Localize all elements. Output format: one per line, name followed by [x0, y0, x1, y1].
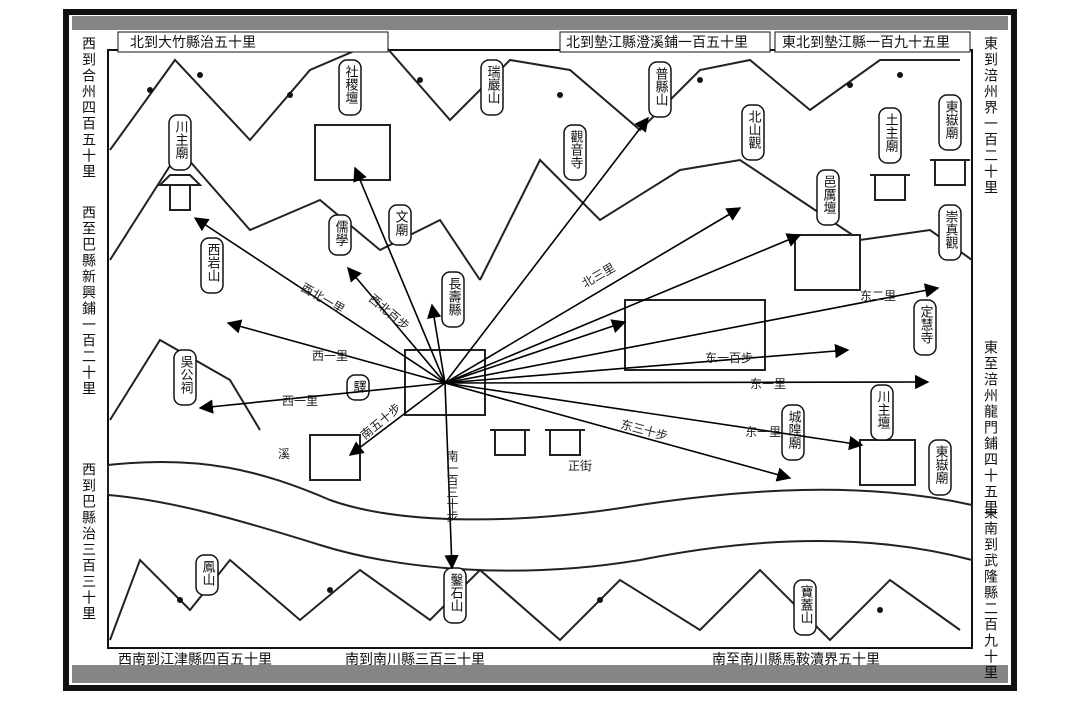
- direction-arrow: [444, 374, 930, 390]
- place-label: 東嶽廟: [943, 99, 959, 139]
- direction-arrow: [444, 233, 802, 384]
- route-label: 西一里: [312, 349, 348, 363]
- border-top-text-1: 北到大竹縣治五十里: [130, 35, 256, 51]
- route-label: 东一里: [750, 377, 786, 391]
- place-label: 普縣山: [653, 67, 669, 106]
- place-cartouche: [195, 554, 219, 596]
- place-cartouche: [913, 299, 937, 356]
- stream-label: 溪: [278, 447, 290, 461]
- place-cartouche: [878, 107, 902, 164]
- place-cartouche: [928, 439, 952, 496]
- direction-arrow: [444, 343, 850, 384]
- place-label: 長壽縣: [446, 277, 462, 316]
- direction-arrow: [444, 382, 792, 482]
- direction-arrow: [347, 266, 446, 384]
- place-cartouche: [741, 104, 765, 161]
- route-label: 东一百步: [705, 351, 753, 365]
- direction-arrow: [353, 166, 446, 384]
- border-right-text-3: 東南到武隆縣二百九十里: [982, 505, 998, 681]
- border-bottom-text-2: 南到南川縣三百三十里: [345, 652, 485, 668]
- place-label: 文廟: [393, 210, 409, 236]
- place-cartouche: [173, 349, 197, 406]
- tree-dots: [147, 72, 903, 613]
- place-label: 東嶽廟: [933, 444, 949, 484]
- place-label: 川主壇: [875, 390, 891, 429]
- direction-arrow: [348, 382, 446, 456]
- border-right: 東到涪州界一百二十里 東至涪州龍門鋪四十五里 東南到武隆縣二百九十里: [982, 36, 998, 681]
- place-cartouche: [441, 271, 465, 328]
- direction-arrow: [444, 283, 940, 384]
- place-cartouche: [168, 114, 192, 171]
- direction-arrow: [198, 382, 446, 414]
- direction-arrows: [193, 116, 940, 570]
- border-bottom-text-1: 西南到江津縣四百五十里: [118, 652, 272, 668]
- border-top-text-3: 東北到墊江縣一百九十五里: [782, 35, 950, 51]
- border-top-text-2: 北到墊江縣澄溪鋪一百五十里: [566, 35, 748, 51]
- place-cartouche: [328, 214, 352, 256]
- border-right-text-2: 東至涪州龍門鋪四十五里: [982, 340, 998, 516]
- place-label: 觀音寺: [568, 130, 584, 169]
- place-cartouche: [346, 374, 370, 401]
- place-label: 西岩山: [205, 243, 221, 282]
- direction-arrow: [444, 319, 627, 384]
- place-cartouche: [816, 169, 840, 226]
- place-cartouche: [480, 59, 504, 116]
- place-labels: 社稷壇瑞巖山普縣山川主廟文廟儒學西岩山長壽縣吳公祠驛觀音寺北山觀土主廟東嶽廟邑厲…: [168, 59, 962, 636]
- place-label: 土主廟: [883, 113, 899, 152]
- place-cartouche: [938, 94, 962, 151]
- border-bottom: 西南到江津縣四百五十里 南到南川縣三百三十里 南至南川縣馬鞍瀆界五十里: [118, 652, 880, 668]
- route-label: 南一百三十步: [445, 449, 459, 522]
- woodblock-edge-top: [72, 16, 1008, 30]
- place-label: 鳳山: [200, 560, 216, 586]
- place-cartouche: [938, 204, 962, 261]
- direction-arrow: [226, 319, 446, 384]
- place-label: 吳公祠: [178, 355, 194, 394]
- place-cartouche: [870, 384, 894, 441]
- route-label: 西一里: [282, 394, 318, 408]
- street-label: 正街: [568, 459, 592, 473]
- woodblock-edge-bottom: [72, 665, 1008, 683]
- place-cartouche: [563, 124, 587, 181]
- place-label: 寶蓋山: [798, 584, 814, 624]
- place-label: 定慧寺: [918, 305, 934, 344]
- direction-arrow: [444, 382, 864, 451]
- place-cartouche: [338, 59, 362, 116]
- place-label: 城隍廟: [786, 410, 802, 449]
- direction-arrow: [193, 217, 446, 384]
- place-label: 驛: [351, 380, 367, 393]
- place-cartouche: [793, 579, 817, 636]
- place-label: 瑞巖山: [485, 65, 501, 104]
- direction-arrow: [427, 303, 446, 384]
- place-cartouche: [648, 61, 672, 118]
- place-label: 崇真觀: [943, 210, 959, 249]
- place-label: 北山觀: [746, 110, 762, 149]
- border-left-text-3: 西到巴縣治三百三十里: [80, 462, 96, 622]
- route-label: 东二里: [860, 289, 896, 303]
- map-inner-frame: [107, 49, 973, 649]
- place-label: 鑿石山: [448, 573, 464, 612]
- place-cartouche: [388, 204, 412, 246]
- river: [107, 460, 973, 572]
- border-left-text-1: 西到合州四百五十里: [80, 36, 96, 180]
- border-right-text-1: 東到涪州界一百二十里: [982, 36, 998, 196]
- place-label: 儒學: [333, 220, 349, 246]
- place-label: 邑厲壇: [821, 175, 837, 214]
- place-cartouche: [200, 237, 224, 294]
- border-top: 北到大竹縣治五十里 北到墊江縣澄溪鋪一百五十里 東北到墊江縣一百九十五里: [117, 31, 971, 53]
- border-left: 西到合州四百五十里 西至巴縣新興鋪一百二十里 西到巴縣治三百三十里: [80, 36, 96, 622]
- place-label: 社稷壇: [343, 64, 359, 104]
- border-left-text-2: 西至巴縣新興鋪一百二十里: [80, 205, 96, 397]
- direction-arrow: [444, 207, 742, 384]
- direction-arrow: [444, 382, 459, 570]
- direction-arrow: [444, 116, 649, 384]
- place-label: 川主廟: [173, 120, 189, 159]
- border-bottom-text-3: 南至南川縣馬鞍瀆界五十里: [712, 652, 880, 668]
- route-label: 东一里: [745, 425, 781, 439]
